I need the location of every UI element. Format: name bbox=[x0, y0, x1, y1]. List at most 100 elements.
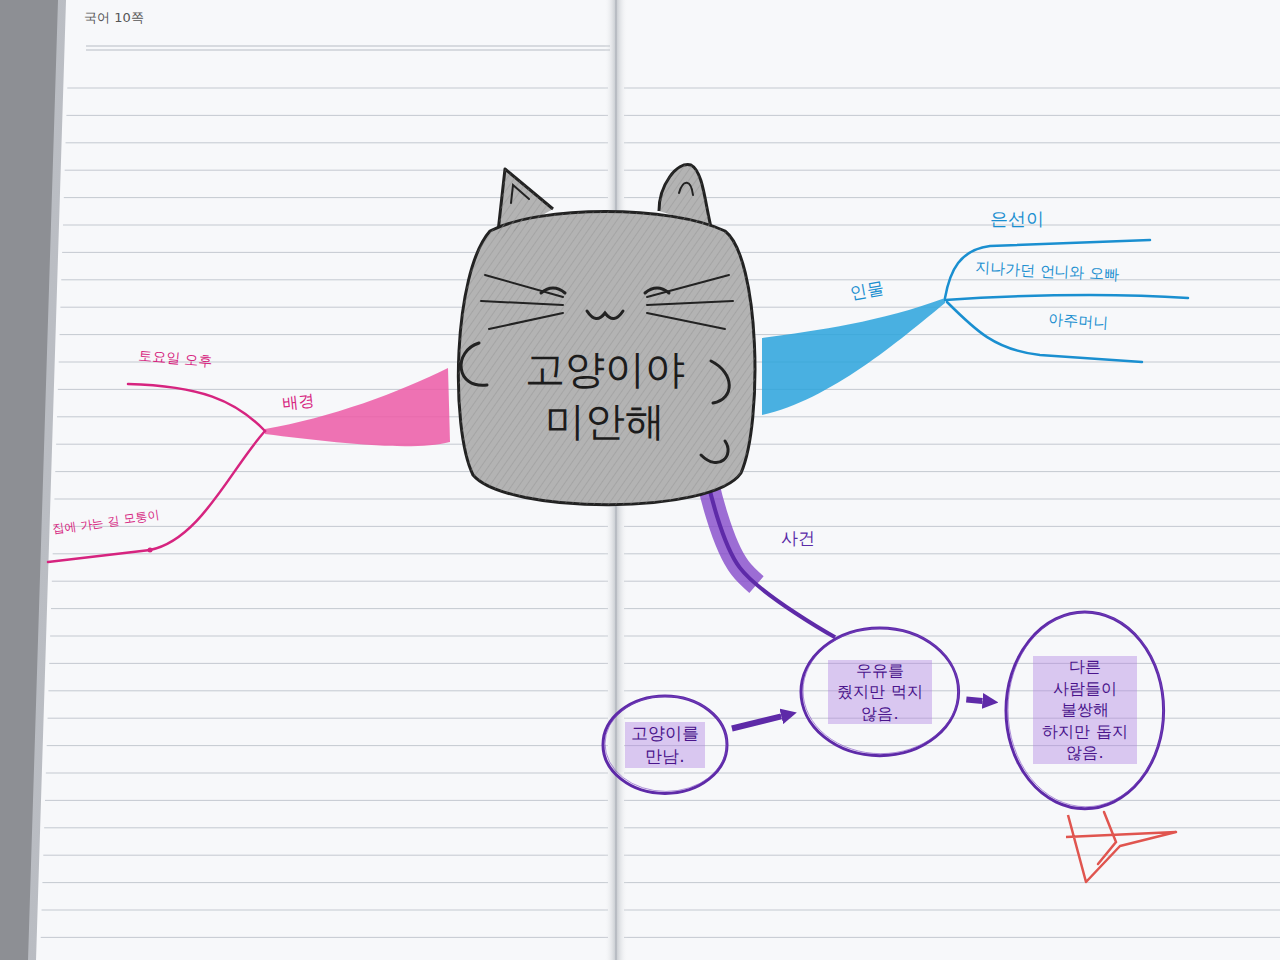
ruled-line bbox=[50, 636, 608, 637]
ruled-line bbox=[42, 910, 608, 911]
connector-line bbox=[732, 716, 781, 728]
cat-whisker bbox=[647, 275, 729, 297]
text-group: 고양이를 만남. bbox=[625, 722, 705, 768]
ruled-line bbox=[624, 581, 1280, 582]
event-circle: 다른 사람들이 불쌍해 하지만 돕지 않음. bbox=[1004, 610, 1166, 811]
pink-branch-line bbox=[128, 384, 265, 431]
circle-outline-pass bbox=[803, 628, 959, 754]
pink-branch-line bbox=[48, 431, 265, 562]
ruled-line bbox=[48, 718, 608, 719]
branch-connector bbox=[708, 482, 835, 637]
branch-item: 집에 가는 길 모퉁이 bbox=[52, 508, 160, 537]
text-group: 다른 사람들이 불쌍해 하지만 돕지 않음. bbox=[1033, 656, 1137, 764]
arrow-connector bbox=[732, 716, 781, 728]
pink-branch bbox=[48, 368, 450, 562]
cat-drawing bbox=[458, 165, 755, 505]
blue-wedge bbox=[762, 298, 945, 415]
cat-whisker bbox=[481, 301, 563, 305]
cat-head bbox=[458, 212, 755, 505]
cat-whisker bbox=[647, 301, 733, 305]
ruled-line bbox=[51, 608, 608, 609]
cat-paw bbox=[461, 343, 487, 385]
cat-inner-ear bbox=[679, 183, 693, 195]
circle-outline bbox=[603, 696, 727, 793]
ruled-line bbox=[46, 773, 608, 774]
ruled-line bbox=[66, 142, 608, 143]
ruled-line bbox=[624, 197, 1280, 198]
red-star-stroke bbox=[1066, 815, 1176, 882]
ruled-line bbox=[45, 800, 608, 801]
ruled-line bbox=[624, 115, 1280, 116]
crayon-wedge bbox=[708, 482, 835, 637]
blue-branch bbox=[762, 240, 1188, 415]
ruled-line bbox=[43, 855, 608, 856]
ruled-line bbox=[624, 225, 1280, 226]
ruled-line bbox=[624, 690, 1280, 691]
text-group: 고양이야 미안해 bbox=[515, 343, 695, 447]
event-text: 고양이를 만남. bbox=[625, 722, 705, 768]
connector-line bbox=[708, 482, 835, 637]
text-group: 우유를 줬지만 먹지 않음. bbox=[828, 660, 932, 725]
blue-branch-line bbox=[947, 302, 1142, 362]
ruled-line bbox=[49, 663, 608, 664]
blue-branch-line bbox=[945, 240, 1150, 298]
ruled-line bbox=[624, 937, 1280, 938]
ruled-line bbox=[624, 636, 1280, 637]
event-circle: 우유를 줬지만 먹지 않음. bbox=[799, 626, 961, 758]
ruled-line bbox=[624, 855, 1280, 856]
branch-item: 아주머니 bbox=[1047, 310, 1108, 332]
title-text: 고양이야 미안해 bbox=[515, 343, 695, 447]
event-text: 우유를 줬지만 먹지 않음. bbox=[828, 660, 932, 725]
branch-title: 배경 bbox=[281, 390, 315, 412]
ruled-line bbox=[42, 882, 608, 883]
event-circle: 고양이를 만남. bbox=[601, 694, 729, 795]
page-header: 국어 10쪽 bbox=[84, 10, 144, 26]
ruled-line bbox=[67, 88, 608, 89]
header-line bbox=[86, 46, 610, 47]
ruled-line bbox=[624, 142, 1280, 143]
connectors bbox=[708, 482, 982, 728]
ruled-line bbox=[53, 553, 608, 554]
ruled-line bbox=[624, 88, 1280, 89]
circle-outline-pass bbox=[1008, 612, 1164, 807]
cat-paw bbox=[711, 361, 729, 403]
ruled-line bbox=[624, 170, 1280, 171]
ruled-line bbox=[41, 937, 608, 938]
ruled-line bbox=[624, 773, 1280, 774]
cat-whisker bbox=[647, 313, 725, 329]
circle-outline bbox=[801, 628, 959, 756]
page-edge bbox=[28, 0, 1280, 960]
branch-item: 토요일 오후 bbox=[137, 347, 213, 370]
ruled-line bbox=[44, 827, 608, 828]
event-text: 다른 사람들이 불쌍해 하지만 돕지 않음. bbox=[1033, 656, 1137, 764]
notebook-page bbox=[36, 0, 1280, 960]
ruled-line bbox=[624, 827, 1280, 828]
ruled-line bbox=[624, 882, 1280, 883]
cat-mouth bbox=[587, 311, 623, 319]
branch-title: 사건 bbox=[778, 528, 818, 548]
branch-item: 은선이 bbox=[990, 208, 1044, 230]
ruled-line bbox=[66, 115, 608, 116]
ruled-line bbox=[54, 526, 608, 527]
red-star-stroke bbox=[1098, 812, 1116, 864]
ruled-lines bbox=[41, 88, 1280, 937]
ruled-line bbox=[47, 745, 608, 746]
branch-title: 인물 bbox=[848, 277, 885, 303]
cat-tail bbox=[701, 441, 728, 463]
pink-wedge bbox=[265, 368, 450, 446]
cat-whisker bbox=[485, 275, 563, 297]
arrow-connector bbox=[966, 700, 982, 701]
ruled-line bbox=[624, 745, 1280, 746]
circle-outline bbox=[1006, 612, 1164, 809]
ruled-line bbox=[624, 910, 1280, 911]
circle-outline-pass bbox=[605, 696, 727, 791]
teacher-star-mark bbox=[1066, 812, 1176, 882]
ruled-line bbox=[624, 608, 1280, 609]
ruled-line bbox=[624, 800, 1280, 801]
cat-inner-ear bbox=[511, 185, 529, 203]
pen-dot bbox=[148, 548, 153, 553]
header-line bbox=[86, 50, 610, 51]
pencil-shading bbox=[458, 212, 755, 505]
